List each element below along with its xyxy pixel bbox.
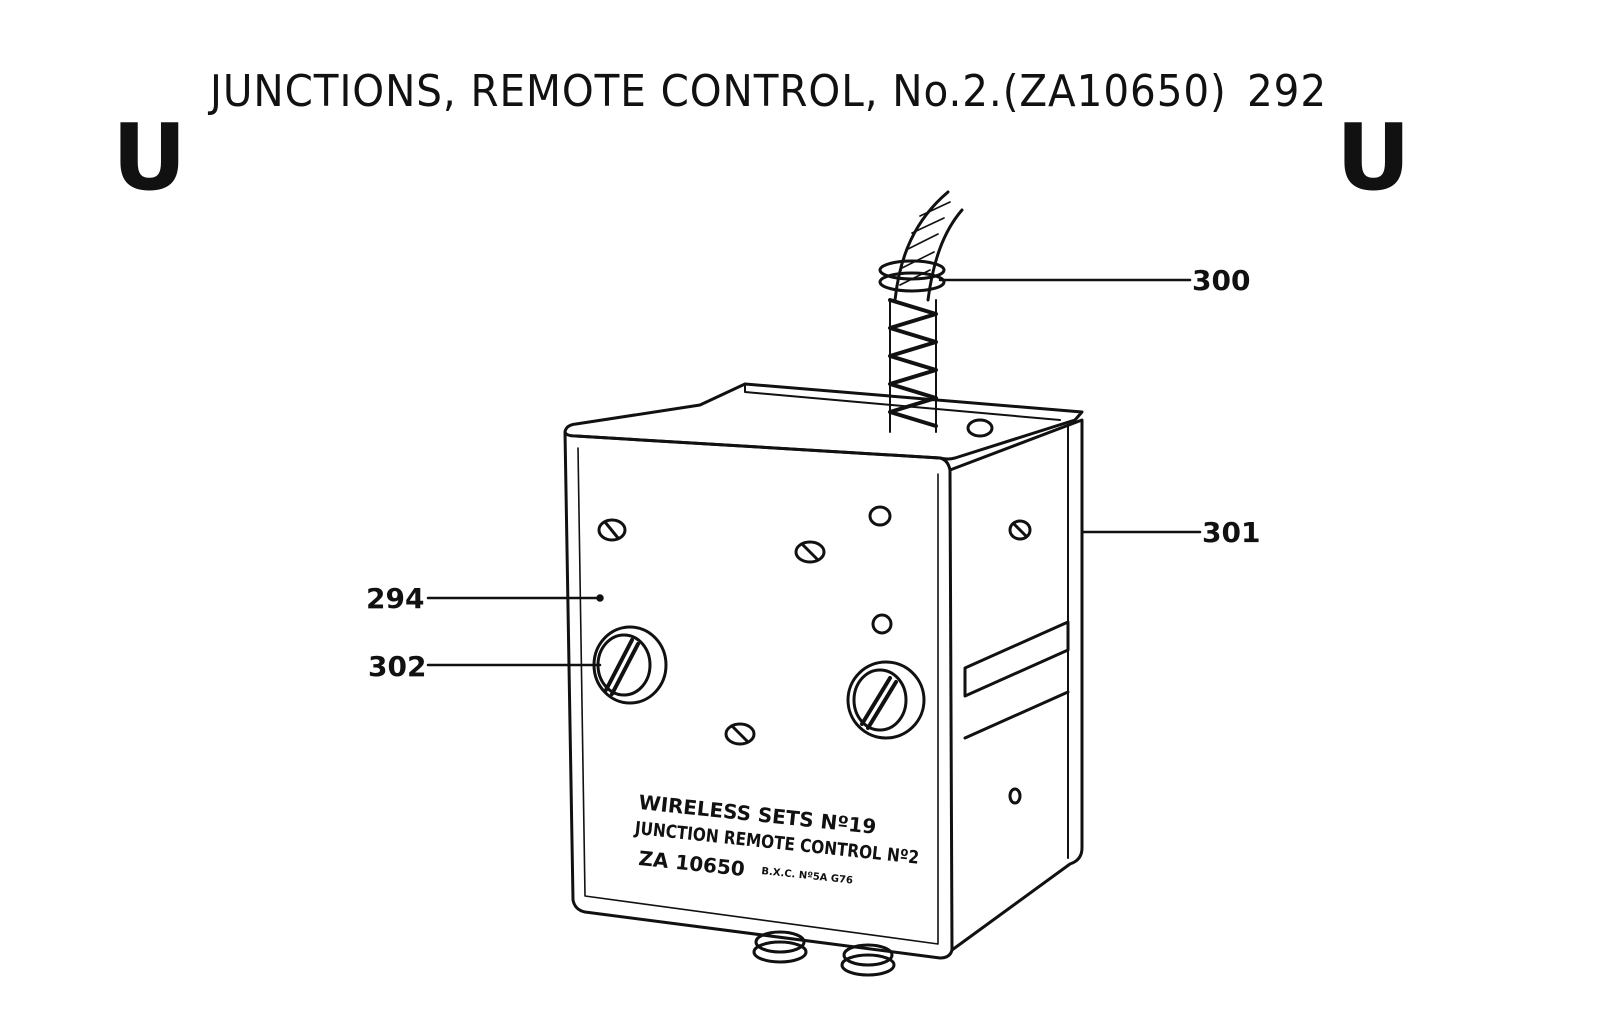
cable-gland-spring	[878, 259, 946, 433]
callout-301: 301	[1202, 516, 1261, 549]
page-title: JUNCTIONS, REMOTE CONTROL, No.2.(ZA10650…	[210, 66, 1327, 117]
side-band	[963, 620, 1070, 698]
cable	[893, 190, 964, 302]
leader-lines	[426, 278, 1202, 667]
front-screws	[597, 505, 1032, 805]
corner-letter-left: U	[112, 104, 187, 211]
page-number: 292	[1246, 66, 1328, 117]
callout-302: 302	[368, 650, 427, 683]
callout-300: 300	[1192, 264, 1251, 297]
callout-294: 294	[366, 582, 425, 615]
corner-letter-right: U	[1336, 104, 1411, 211]
box-top-face	[563, 382, 1084, 461]
title-text: JUNCTIONS, REMOTE CONTROL, No.2.(ZA10650…	[210, 66, 1227, 117]
top-screw	[966, 418, 994, 438]
box-feet	[752, 930, 896, 977]
terminals	[592, 625, 926, 740]
box-side-face	[948, 418, 1084, 952]
